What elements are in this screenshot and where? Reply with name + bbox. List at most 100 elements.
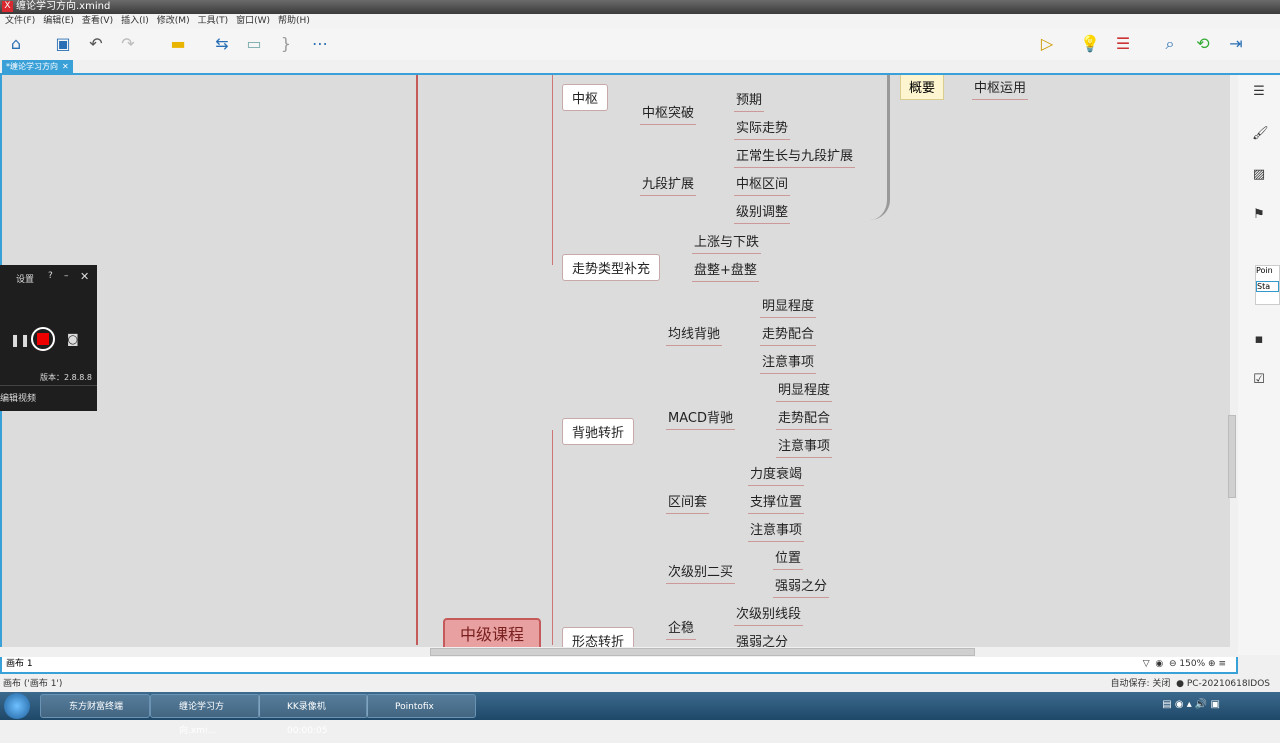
topic-node[interactable]: 强弱之分: [773, 575, 830, 598]
summary-node[interactable]: 概要: [900, 75, 945, 100]
sheet-tab[interactable]: 画布 1: [6, 659, 33, 669]
help-icon[interactable]: ?: [48, 271, 53, 281]
format-brush-icon[interactable]: 🖌: [1252, 126, 1269, 141]
topic-node[interactable]: 九段扩展: [640, 173, 697, 196]
comment-icon[interactable]: ▪: [1254, 332, 1264, 347]
image-icon[interactable]: ▨: [1252, 167, 1266, 182]
central-topic[interactable]: 中级课程: [443, 618, 541, 647]
topic-node[interactable]: 区间套: [666, 491, 710, 514]
sheet-info: 画布 ('画布 1'): [3, 679, 63, 689]
topic-node[interactable]: 背驰转折: [562, 418, 635, 445]
filter-icon[interactable]: ▽: [1142, 659, 1150, 669]
tray-icons[interactable]: ▤ ◉ ▴ 🔊 ▣: [1162, 699, 1220, 710]
topic-node[interactable]: 走势配合: [760, 323, 817, 346]
topic-node[interactable]: 中枢突破: [640, 102, 697, 125]
topic-node[interactable]: 形态转折: [562, 627, 635, 647]
summary-child-node[interactable]: 中枢运用: [972, 77, 1029, 100]
tab-label: *缠论学习方向: [6, 62, 58, 71]
horizontal-scrollbar[interactable]: [430, 648, 975, 656]
popup-button[interactable]: Sta: [1256, 281, 1279, 292]
tab-close-icon[interactable]: ✕: [62, 62, 69, 71]
menu-item[interactable]: 文件(F): [5, 16, 36, 26]
save-icon[interactable]: ▣: [55, 34, 71, 53]
outline-icon[interactable]: ☰: [1253, 84, 1265, 99]
summary-icon[interactable]: }: [280, 34, 292, 53]
taskbar-item[interactable]: 东方财富终端: [40, 694, 150, 718]
xmind-logo: X: [2, 1, 13, 12]
presentation-icon[interactable]: ▷: [1040, 34, 1054, 53]
topic-node[interactable]: 盘整+盘整: [692, 259, 759, 282]
menu-item[interactable]: 查看(V): [81, 16, 114, 26]
taskbar-item[interactable]: KK录像机 00:00:05: [258, 694, 368, 736]
topic-node[interactable]: 实际走势: [734, 117, 791, 140]
topic-node[interactable]: 走势类型补充: [562, 254, 661, 281]
record-button[interactable]: [31, 327, 55, 351]
start-button[interactable]: [4, 693, 30, 719]
close-icon[interactable]: ✕: [80, 270, 90, 283]
status-bar: 画布 1 ▽ ◉ ⊖ 150% ⊕ ≡: [0, 657, 1238, 674]
menu-item[interactable]: 修改(M): [156, 16, 190, 26]
pc-name: PC-20210618IDOS: [1186, 679, 1270, 689]
recorder-settings[interactable]: 设置: [16, 275, 35, 285]
topic-node[interactable]: 次级别二买: [666, 561, 736, 584]
relationship-icon[interactable]: ⇆: [215, 34, 229, 53]
branch-line: [552, 430, 553, 645]
menu-item[interactable]: 帮助(H): [278, 16, 310, 26]
boundary-icon[interactable]: ▭: [246, 34, 262, 53]
popup-text: Poin: [1256, 266, 1273, 275]
task-icon[interactable]: ☑: [1253, 372, 1265, 387]
menu-item[interactable]: 插入(I): [121, 16, 149, 26]
topic-node[interactable]: 走势配合: [776, 407, 833, 430]
topic-node[interactable]: 上涨与下跌: [692, 231, 762, 254]
eye-icon[interactable]: ◉: [1155, 659, 1164, 669]
idea-icon[interactable]: 💡: [1080, 34, 1100, 53]
pause-icon[interactable]: ❚❚: [10, 333, 31, 347]
menu-item[interactable]: 工具(T): [197, 16, 229, 26]
export-icon[interactable]: ⇥: [1229, 34, 1243, 53]
menu-icon[interactable]: ≡: [1218, 659, 1226, 669]
menu-item[interactable]: 窗口(W): [236, 16, 271, 26]
topic-node[interactable]: 中枢区间: [734, 173, 791, 196]
tab-bar: *缠论学习方向 ✕: [0, 60, 1280, 75]
topic-node[interactable]: 预期: [734, 89, 765, 112]
more-icon[interactable]: ⋯: [312, 34, 328, 53]
topic-node[interactable]: 位置: [773, 547, 804, 570]
marker-flag-icon[interactable]: ⚑: [1253, 207, 1265, 222]
taskbar-item[interactable]: 缠论学习方向.xmi...: [150, 694, 260, 736]
share-icon[interactable]: ⟲: [1196, 34, 1210, 53]
taskbar-item[interactable]: Pointofix: [366, 694, 476, 718]
topic-icon[interactable]: ▬: [170, 34, 186, 53]
layout-icon[interactable]: ☰: [1115, 34, 1131, 53]
topic-node[interactable]: 企稳: [666, 617, 697, 640]
topic-node[interactable]: 均线背驰: [666, 323, 723, 346]
menu-item[interactable]: 编辑(E): [43, 16, 74, 26]
topic-node[interactable]: 正常生长与九段扩展: [734, 145, 856, 168]
topic-node[interactable]: 明显程度: [760, 295, 817, 318]
edit-video-button[interactable]: 编辑视频: [0, 385, 97, 411]
topic-node[interactable]: 注意事项: [776, 435, 833, 458]
camera-icon[interactable]: ◙: [67, 332, 79, 346]
minimize-icon[interactable]: –: [64, 271, 69, 281]
redo-icon[interactable]: ↷: [121, 34, 135, 53]
topic-node[interactable]: MACD背驰: [666, 407, 735, 430]
topic-node[interactable]: 级别调整: [734, 201, 791, 224]
topic-node[interactable]: 力度衰竭: [748, 463, 805, 486]
topic-node[interactable]: 注意事项: [748, 519, 805, 542]
home-icon[interactable]: ⌂: [10, 34, 22, 53]
search-icon[interactable]: ⌕: [1165, 34, 1175, 53]
zoom-in-icon[interactable]: ⊕: [1208, 659, 1216, 669]
tab-document[interactable]: *缠论学习方向 ✕: [2, 60, 73, 73]
topic-node[interactable]: 强弱之分: [734, 631, 790, 647]
topic-node[interactable]: 中枢: [562, 84, 609, 111]
window-title: 缠论学习方向.xmind: [16, 1, 111, 12]
recorder-version: 版本：2.8.8.8: [40, 373, 92, 382]
topic-node[interactable]: 次级别线段: [734, 603, 804, 626]
vertical-scrollbar[interactable]: [1228, 415, 1236, 498]
topic-node[interactable]: 支撑位置: [748, 491, 805, 514]
topic-node[interactable]: 明显程度: [776, 379, 833, 402]
topic-node[interactable]: 注意事项: [760, 351, 817, 374]
zoom-out-icon[interactable]: ⊖: [1169, 659, 1177, 669]
mindmap-canvas[interactable]: 概要 中枢运用 中级课程 中枢中枢突破 预期实际走势九段扩展 正常生长与九段扩展中枢…: [0, 75, 1230, 647]
undo-icon[interactable]: ↶: [89, 34, 103, 53]
summary-brace: [870, 75, 890, 220]
